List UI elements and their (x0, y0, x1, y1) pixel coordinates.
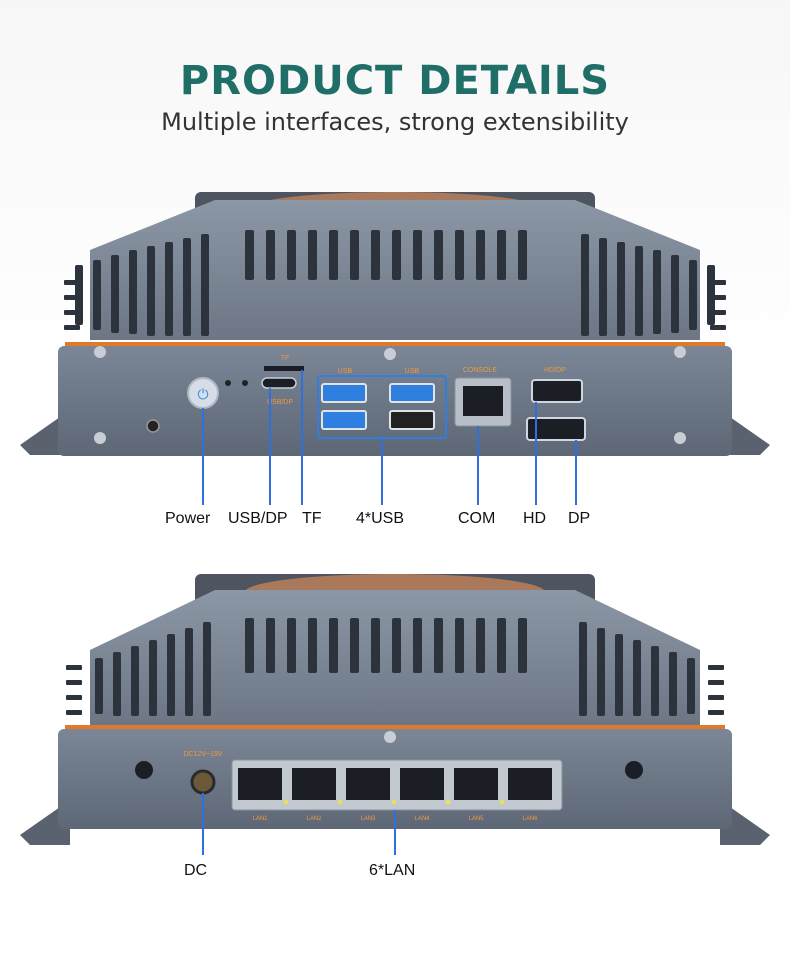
side-vents (64, 280, 726, 330)
led-power (225, 380, 231, 386)
label-usb: 4*USB (356, 510, 405, 527)
rear-callouts (202, 793, 396, 855)
antenna-hole-left (135, 761, 153, 779)
dc-jack[interactable] (190, 769, 216, 795)
silk-dc: DC12V~19V (183, 751, 222, 758)
fins (95, 618, 695, 716)
lan-leds (283, 799, 505, 805)
silk-lan-3: LAN3 (360, 816, 376, 822)
silk-lan-1: LAN1 (252, 816, 268, 822)
silk-usb-dp: USB/DP (267, 399, 293, 406)
screw (384, 731, 396, 743)
lan-ports (238, 768, 552, 800)
tf-slot[interactable] (264, 366, 304, 371)
label-hd: HD (523, 510, 547, 527)
audio-jack[interactable] (146, 419, 160, 433)
front-callouts (202, 370, 577, 505)
silk-lan-4: LAN4 (414, 816, 430, 822)
silk-lan-6: LAN6 (522, 816, 538, 822)
silk-console: CONSOLE (463, 367, 498, 374)
label-usb-dp: USB/DP (228, 510, 288, 527)
front-device-image: ⏻ TF USB/DP USB USB CONSOLE HD/DP (20, 192, 770, 505)
hdmi-port[interactable] (531, 379, 583, 403)
left-bracket (20, 410, 70, 455)
power-icon: ⏻ (197, 387, 208, 403)
screw (674, 432, 686, 444)
label-lan: 6*LAN (369, 862, 416, 879)
screw (94, 432, 106, 444)
lan-port-6[interactable] (508, 768, 552, 800)
usb-port-4[interactable] (389, 410, 435, 430)
silk-usb-b: USB (405, 368, 420, 375)
screw (94, 346, 106, 358)
fins (75, 230, 715, 336)
led-hdd (242, 380, 248, 386)
usb-port-3[interactable] (389, 383, 435, 403)
silk-lan-2: LAN2 (306, 816, 322, 822)
side-vents (66, 665, 724, 715)
screw (384, 348, 396, 360)
screw (674, 346, 686, 358)
usb-port-2[interactable] (321, 410, 367, 430)
accent-stripe (65, 342, 725, 346)
page-subtitle: Multiple interfaces, strong extensibilit… (161, 108, 629, 136)
lan-port-4[interactable] (400, 768, 444, 800)
antenna-hole-right (625, 761, 643, 779)
silk-usb-a: USB (338, 368, 353, 375)
usb-port-1[interactable] (321, 383, 367, 403)
usb-ports (321, 383, 435, 430)
page-title: PRODUCT DETAILS (179, 58, 611, 104)
silk-hd-dp: HD/DP (544, 367, 566, 374)
silk-tf: TF (281, 355, 290, 362)
label-dp: DP (568, 510, 591, 527)
rear-device-image: DC12V~19V LAN1 LAN2 LAN3 LAN4 LAN5 LAN6 (20, 574, 770, 855)
accent-stripe (65, 725, 725, 729)
label-dc: DC (184, 862, 208, 879)
lan-silk: LAN1 LAN2 LAN3 LAN4 LAN5 LAN6 (252, 816, 538, 822)
lan-port-5[interactable] (454, 768, 498, 800)
usb-c-port[interactable] (261, 377, 297, 389)
right-bracket (720, 410, 770, 455)
silk-lan-5: LAN5 (468, 816, 484, 822)
right-bracket (720, 800, 770, 845)
displayport-port[interactable] (526, 417, 586, 441)
label-com: COM (458, 510, 496, 527)
left-bracket (20, 800, 70, 845)
lan-port-3[interactable] (346, 768, 390, 800)
label-tf: TF (302, 510, 322, 527)
label-power: Power (165, 510, 211, 527)
lan-port-1[interactable] (238, 768, 282, 800)
lan-port-2[interactable] (292, 768, 336, 800)
